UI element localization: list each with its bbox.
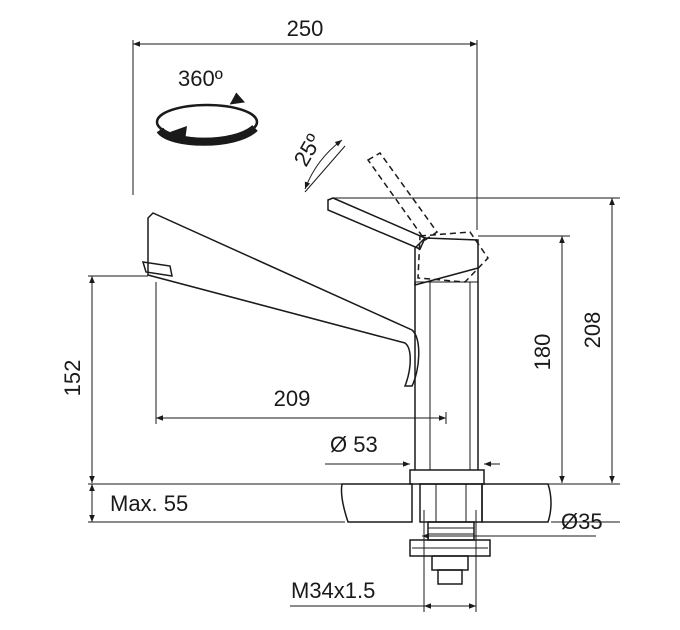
max-thickness-label: Max. 55	[110, 491, 188, 516]
dimension-height-body: 180	[478, 235, 570, 483]
rotation-label: 360º	[178, 66, 223, 91]
spout-height-label: 152	[60, 360, 85, 397]
thread-label: M34x1.5	[291, 578, 375, 603]
tilt-angle-label: 25º	[289, 130, 327, 171]
width-total-label: 250	[287, 16, 324, 41]
rotation-icon: 360º	[155, 66, 259, 146]
dimension-hole-diameter: Ø35	[422, 509, 603, 539]
dimension-spout-height: 152	[60, 275, 148, 483]
dimension-thread: M34x1.5	[290, 578, 476, 609]
dimension-spout-reach: 209	[155, 282, 447, 424]
faucet-spout	[141, 212, 420, 387]
dimension-width-total: 250	[132, 16, 478, 230]
dimension-tilt-angle: 25º	[289, 130, 346, 193]
height-body-label: 180	[530, 334, 555, 371]
faucet-body	[409, 268, 485, 485]
mounting-assembly	[409, 483, 491, 612]
dimension-base-diameter: Ø 53	[325, 432, 500, 467]
hole-diameter-label: Ø35	[561, 509, 603, 534]
faucet-lever	[327, 152, 489, 286]
countertop	[88, 483, 620, 523]
dimension-height-total: 208	[333, 197, 620, 483]
base-diameter-label: Ø 53	[330, 432, 378, 457]
spout-reach-label: 209	[274, 386, 311, 411]
dimension-max-thickness: Max. 55	[89, 484, 188, 522]
height-total-label: 208	[580, 312, 605, 349]
